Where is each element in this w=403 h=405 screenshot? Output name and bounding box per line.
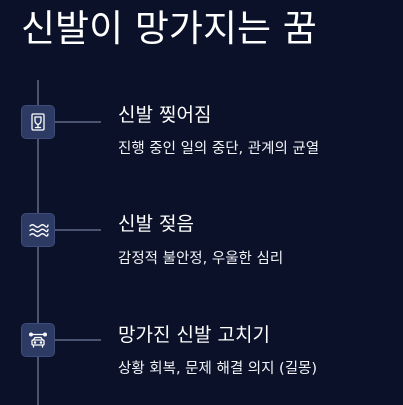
item-description: 진행 중인 일의 중단, 관계의 균열 [118, 141, 320, 157]
item-title: 망가진 신발 고치기 [118, 324, 270, 346]
car-repair-icon [29, 332, 47, 348]
item-description: 감정적 불안정, 우울한 심리 [118, 251, 284, 267]
item-title: 신발 젖음 [118, 213, 194, 235]
item-description: 상황 회복, 문제 해결 의지 (길몽) [118, 361, 318, 377]
connector-line [55, 339, 101, 341]
icon-box [21, 323, 55, 357]
connector-line [55, 229, 101, 231]
shield-icon [31, 113, 45, 131]
icon-box [21, 213, 55, 247]
icon-box [21, 105, 55, 139]
timeline-item: 망가진 신발 고치기 상황 회복, 문제 해결 의지 (길몽) [0, 320, 403, 390]
timeline-item: 신발 찢어짐 진행 중인 일의 중단, 관계의 균열 [0, 100, 403, 170]
connector-line [55, 121, 101, 123]
item-title: 신발 찢어짐 [118, 104, 212, 126]
waves-icon [29, 224, 49, 237]
timeline-item: 신발 젖음 감정적 불안정, 우울한 심리 [0, 210, 403, 280]
page-title: 신발이 망가지는 꿈 [21, 7, 317, 50]
